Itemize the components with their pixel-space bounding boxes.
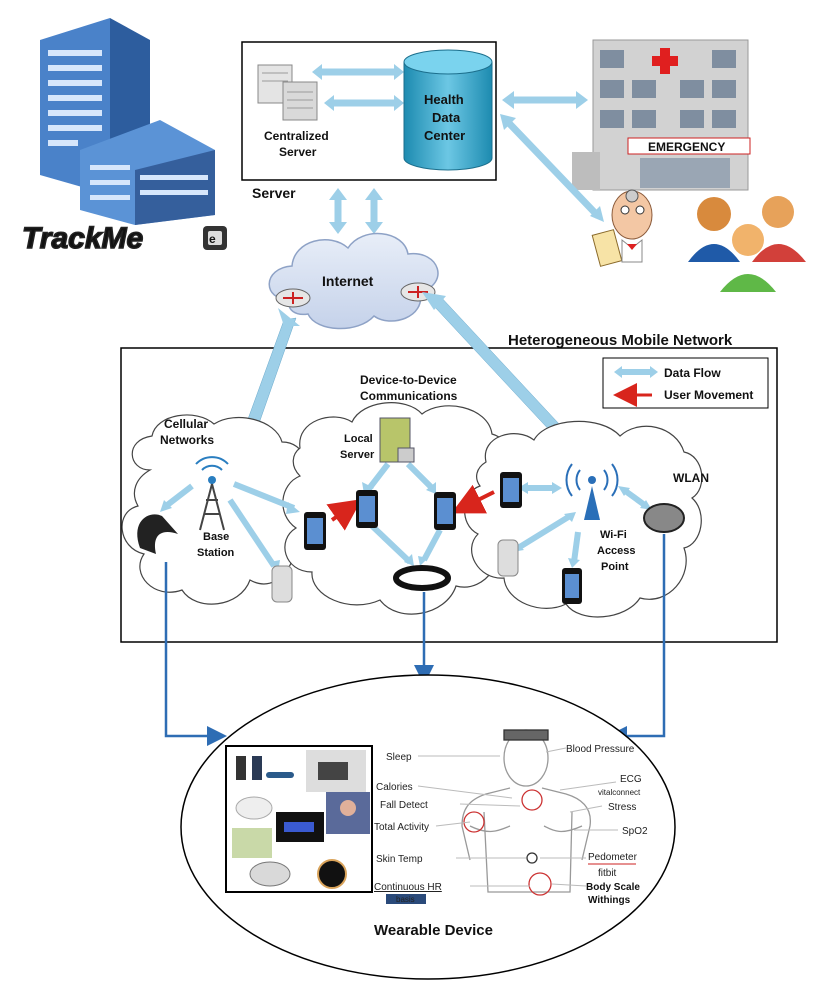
internet-cloud: Internet (268, 232, 439, 330)
centralized-server-label-1: Centralized (264, 129, 329, 143)
emergency-sign: EMERGENCY (648, 140, 725, 154)
sensor-labels-right: Blood Pressure ECG vitalconnect Stress S… (566, 744, 648, 906)
server-title: Server (252, 185, 296, 201)
local-server-icon (379, 417, 415, 463)
network-box (120, 347, 778, 643)
base-station-label-2: Station (197, 547, 235, 559)
building-icon (40, 18, 215, 225)
brand-withings: Withings (588, 895, 631, 906)
wristband-icon (393, 565, 451, 591)
hdc-line3: Center (424, 128, 465, 143)
brand-vitalconnect: vitalconnect (598, 788, 641, 797)
brand-basis: basis (396, 895, 415, 904)
wristband-icon (137, 514, 178, 554)
trackme-logo: TrackMe e (21, 221, 227, 256)
wifi-label-2: Access (597, 545, 636, 557)
server-box: Centralized Server Health Data Center (241, 41, 497, 181)
data-flow-arrow (500, 91, 604, 222)
phone-screen (307, 478, 579, 598)
body-sensor-figure (461, 729, 592, 896)
hdc-line1: Health (424, 92, 464, 107)
d2d-label-2: Communications (360, 389, 458, 403)
local-server-label-1: Local (344, 433, 373, 445)
user-movement-arrow (451, 484, 495, 514)
label-stress: Stress (608, 802, 636, 813)
wlan-cloud (464, 420, 703, 618)
data-flow-arrow (164, 461, 648, 568)
database-icon (403, 49, 493, 171)
label-skin-temp: Skin Temp (376, 854, 423, 865)
wearable-data-arrow (164, 534, 666, 746)
sensor-leader-lines (417, 747, 618, 887)
internet-label: Internet (322, 273, 374, 289)
smartphone-white-icon (271, 539, 519, 603)
centralized-server-label-2: Server (279, 145, 317, 159)
cellular-label-1: Cellular (164, 417, 208, 431)
legend-user-movement: User Movement (664, 388, 753, 402)
label-sleep: Sleep (386, 752, 412, 763)
user-movement-arrow (326, 499, 362, 531)
label-pedometer: Pedometer (588, 852, 638, 863)
patients-icon (688, 196, 806, 292)
label-calories: Calories (376, 782, 413, 793)
data-flow-arrow (312, 64, 404, 111)
label-body-scale: Body Scale (586, 882, 640, 893)
doctor-icon (591, 189, 653, 267)
label-spo2: SpO2 (622, 826, 648, 837)
hdc-line2: Data (432, 110, 461, 125)
wifi-label-1: Wi-Fi (600, 529, 627, 541)
label-blood-pressure: Blood Pressure (566, 744, 635, 755)
label-ecg: ECG (620, 774, 642, 785)
data-flow-arrow (329, 188, 383, 234)
server-rack-icon (257, 64, 318, 121)
base-station-label-1: Base (203, 531, 229, 543)
smartwatch-icon (643, 503, 685, 533)
wearable-device-collage (225, 745, 373, 893)
local-server-label-2: Server (340, 449, 375, 461)
wlan-label: WLAN (673, 471, 709, 485)
base-station-icon (195, 456, 229, 531)
d2d-label-1: Device-to-Device (360, 373, 457, 387)
legend: Data Flow User Movement (602, 357, 769, 409)
label-fall-detect: Fall Detect (380, 800, 428, 811)
label-total-activity: Total Activity (374, 822, 429, 833)
svg-text:e: e (209, 232, 216, 246)
wearable-title: Wearable Device (374, 922, 493, 939)
wifi-label-3: Point (601, 561, 629, 573)
sensor-labels-left: Sleep Calories Fall Detect Total Activit… (374, 752, 442, 904)
cellular-label-2: Networks (160, 433, 214, 447)
legend-data-flow: Data Flow (664, 366, 721, 380)
hospital-icon: EMERGENCY (572, 39, 751, 191)
logo-text: TrackMe (22, 222, 143, 255)
brand-fitbit: fitbit (598, 868, 617, 879)
router-icon (275, 288, 311, 308)
label-continuous-hr: Continuous HR (374, 882, 442, 893)
wifi-access-point-icon (565, 463, 619, 520)
network-title: Heterogeneous Mobile Network (508, 332, 733, 349)
